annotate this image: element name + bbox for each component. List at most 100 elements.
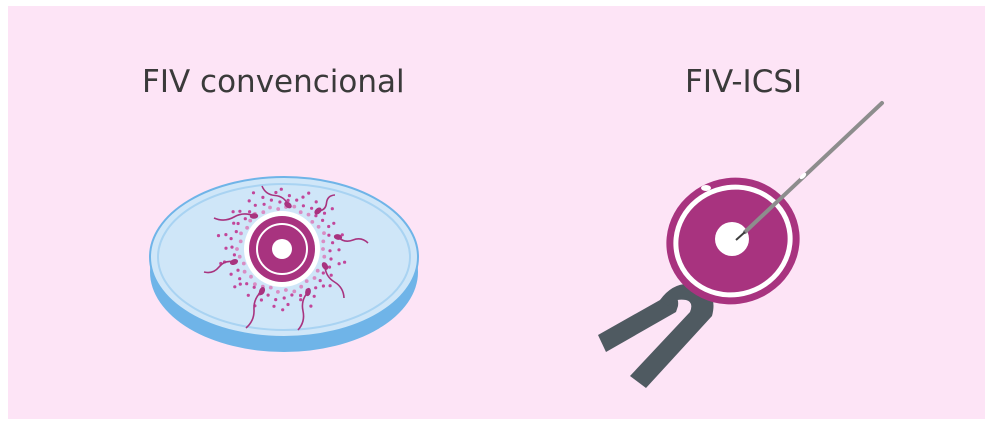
cumulus-cell — [327, 225, 330, 228]
cumulus-cell — [248, 199, 251, 202]
polar-body — [701, 185, 711, 191]
cumulus-cell — [224, 233, 227, 236]
cumulus-cell — [237, 222, 240, 225]
cumulus-cell — [253, 282, 257, 286]
cumulus-cell — [315, 200, 318, 203]
cumulus-cell — [338, 262, 341, 265]
cumulus-cell — [274, 298, 277, 301]
cumulus-cell — [310, 220, 314, 224]
cumulus-cell — [337, 248, 340, 251]
cumulus-cell — [236, 269, 239, 272]
cumulus-cell — [301, 196, 304, 199]
cumulus-cell — [313, 276, 317, 280]
cumulus-cell — [239, 232, 243, 236]
cumulus-cell — [230, 246, 233, 249]
cumulus-cell — [317, 225, 321, 229]
cumulus-cell — [269, 286, 273, 290]
cumulus-cell — [252, 191, 255, 194]
conventional-ivf-title: FIV convencional — [142, 67, 405, 98]
cumulus-cell — [245, 282, 248, 285]
cumulus-cell — [261, 196, 264, 199]
cumulus-cell — [238, 277, 241, 280]
icsi-nucleus — [715, 222, 749, 256]
cumulus-cell — [281, 308, 284, 311]
cumulus-cell — [332, 222, 335, 225]
cumulus-cell — [232, 210, 235, 213]
cumulus-cell — [260, 298, 263, 301]
cumulus-cell — [274, 191, 277, 194]
oocyte-nucleus — [272, 239, 292, 259]
cumulus-cell — [314, 214, 317, 217]
cumulus-cell — [330, 274, 333, 277]
cumulus-cell — [233, 285, 236, 288]
cumulus-cell — [217, 234, 220, 237]
cumulus-cell — [230, 237, 233, 240]
cumulus-cell — [248, 210, 251, 213]
cumulus-cell — [243, 270, 247, 274]
injection-needle-icon — [736, 103, 882, 240]
cumulus-cell — [331, 207, 334, 210]
cumulus-cell — [268, 206, 272, 210]
cumulus-cell — [254, 204, 257, 207]
cumulus-cell — [283, 296, 286, 299]
cumulus-cell — [328, 266, 331, 269]
cumulus-cell — [322, 255, 326, 259]
cumulus-cell — [295, 199, 298, 202]
icsi-title: FIV-ICSI — [685, 67, 802, 98]
cumulus-cell — [276, 207, 280, 211]
cumulus-cell — [314, 286, 317, 289]
cumulus-cell — [299, 294, 302, 297]
cumulus-cell — [299, 298, 302, 301]
cumulus-cell — [288, 194, 291, 197]
cumulus-cell — [327, 234, 330, 237]
cumulus-cell — [278, 200, 281, 203]
cumulus-cell — [307, 213, 311, 217]
cumulus-cell — [319, 279, 322, 282]
cumulus-cell — [239, 283, 242, 286]
cumulus-cell — [305, 279, 309, 283]
cumulus-cell — [286, 303, 289, 306]
cumulus-cell — [309, 305, 312, 308]
cumulus-cell — [244, 217, 247, 220]
cumulus-cell — [245, 226, 249, 230]
cumulus-cell — [343, 261, 346, 264]
cumulus-cell — [238, 210, 241, 213]
cumulus-cell — [238, 255, 242, 259]
cumulus-cell — [230, 273, 233, 276]
cumulus-cell — [272, 305, 275, 308]
cumulus-cell — [263, 203, 266, 206]
cumulus-cell — [233, 253, 236, 256]
cumulus-cell — [284, 288, 288, 292]
cumulus-cell — [292, 290, 296, 294]
cumulus-cell — [329, 257, 332, 260]
cumulus-cell — [299, 285, 303, 289]
cumulus-cell — [299, 210, 303, 214]
cumulus-cell — [239, 240, 243, 244]
cumulus-cell — [328, 249, 331, 252]
cumulus-cell — [280, 188, 283, 191]
cumulus-cell — [322, 284, 325, 287]
cumulus-cell — [331, 241, 334, 244]
cumulus-cell — [322, 231, 326, 235]
cumulus-cell — [242, 262, 246, 266]
cumulus-cell — [235, 247, 239, 251]
cumulus-cell — [224, 247, 227, 250]
cumulus-cell — [235, 230, 238, 233]
cumulus-cell — [321, 219, 324, 222]
cumulus-cell — [261, 210, 265, 214]
cumulus-cell — [248, 219, 252, 223]
cumulus-cell — [313, 295, 316, 298]
cumulus-cell — [307, 192, 310, 195]
cumulus-cell — [316, 269, 320, 273]
cumulus-cell — [247, 294, 250, 297]
cumulus-cell — [276, 290, 280, 294]
cumulus-cell — [321, 240, 325, 244]
cumulus-cell — [292, 205, 296, 209]
cumulus-cell — [270, 199, 273, 202]
cumulus-cell — [329, 284, 332, 287]
cumulus-cell — [290, 293, 293, 296]
cumulus-cell — [323, 212, 326, 215]
cumulus-cell — [322, 271, 325, 274]
cumulus-cell — [267, 294, 270, 297]
